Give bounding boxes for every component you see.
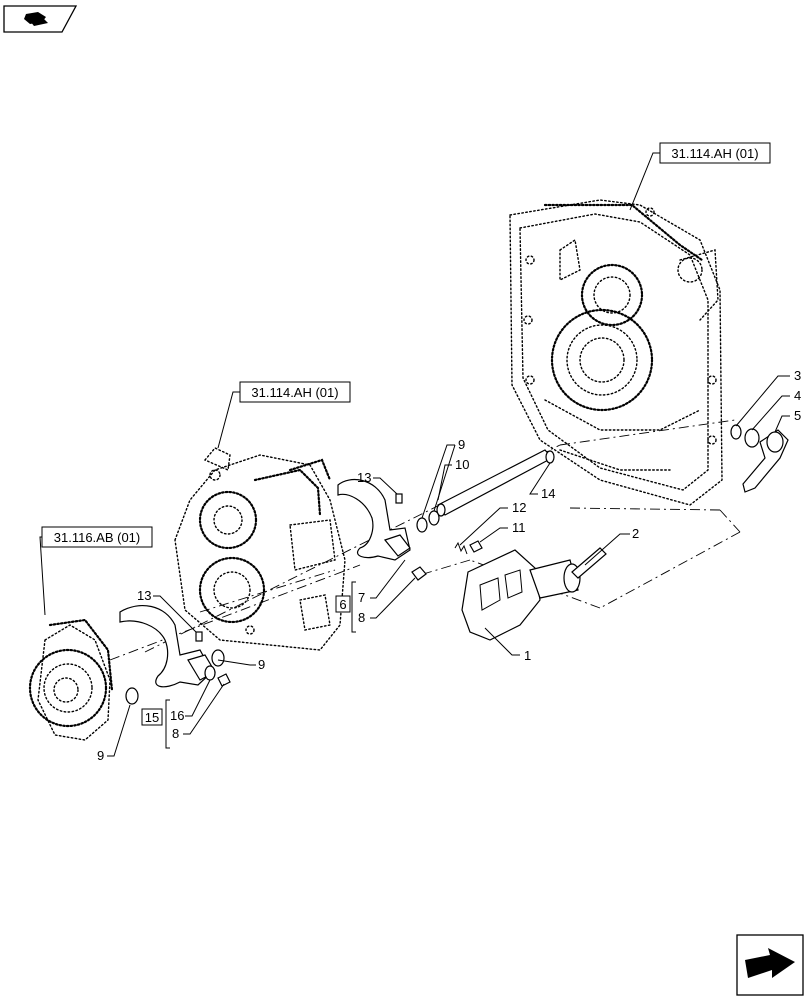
- callout-8-upper: 8: [358, 610, 365, 625]
- callout-2: 2: [632, 526, 639, 541]
- callout-leaders: [107, 375, 790, 757]
- ref-text-top: 31.114.AH (01): [671, 146, 758, 161]
- callout-13-lower: 13: [137, 588, 151, 603]
- spring-12: [454, 541, 468, 555]
- ref-box-left[interactable]: 31.116.AB (01): [39, 526, 153, 616]
- svg-text:15: 15: [145, 710, 159, 725]
- callout-16: 16: [170, 708, 184, 723]
- bushing-8-upper: [411, 566, 427, 581]
- callout-12: 12: [512, 500, 526, 515]
- callout-10: 10: [455, 457, 469, 472]
- pin-11: [469, 540, 483, 553]
- exploded-view-tab-icon[interactable]: [3, 5, 78, 33]
- callout-11: 11: [512, 520, 526, 535]
- callout-box-6: 6: [335, 595, 351, 613]
- callout-1: 1: [524, 648, 531, 663]
- shift-fork-lower: [119, 604, 216, 688]
- o-ring-3: [730, 424, 742, 440]
- callout-14: 14: [541, 486, 555, 501]
- callout-9-lower: 9: [97, 748, 104, 763]
- callout-5: 5: [794, 408, 801, 423]
- lever-5: [742, 429, 789, 493]
- pin-13-lower: [195, 631, 203, 642]
- centerlines: [109, 419, 741, 661]
- snap-ring-14: [545, 450, 555, 464]
- svg-text:6: 6: [339, 597, 346, 612]
- ref-box-mid[interactable]: 31.114.AH (01): [217, 381, 351, 449]
- selector-plate: [461, 549, 581, 641]
- callout-7: 7: [358, 590, 365, 605]
- bracket-15: [165, 699, 170, 749]
- middle-gear-housing: [174, 447, 346, 651]
- rear-transmission-housing: [509, 199, 723, 506]
- retaining-rings-upper: [416, 510, 440, 533]
- bracket-6: [351, 581, 356, 633]
- ref-box-top[interactable]: 31.114.AH (01): [629, 142, 771, 211]
- next-page-arrow-icon[interactable]: [736, 934, 804, 996]
- shift-fork-upper: [337, 478, 411, 561]
- callout-9-upper: 9: [458, 437, 465, 452]
- callout-box-15: 15: [141, 708, 163, 726]
- left-gear: [28, 618, 114, 741]
- pin-2: [571, 547, 607, 579]
- callout-8-lower: 8: [172, 726, 179, 741]
- callout-3: 3: [794, 368, 801, 383]
- lower-bushings: [125, 649, 231, 705]
- ref-text-mid: 31.114.AH (01): [251, 385, 338, 400]
- callout-4: 4: [794, 388, 801, 403]
- washer-4: [744, 428, 760, 448]
- pin-13-upper: [395, 493, 403, 504]
- ref-text-left: 31.116.AB (01): [54, 530, 140, 545]
- callout-13-upper: 13: [357, 470, 371, 485]
- callout-9-middle: 9: [258, 657, 265, 672]
